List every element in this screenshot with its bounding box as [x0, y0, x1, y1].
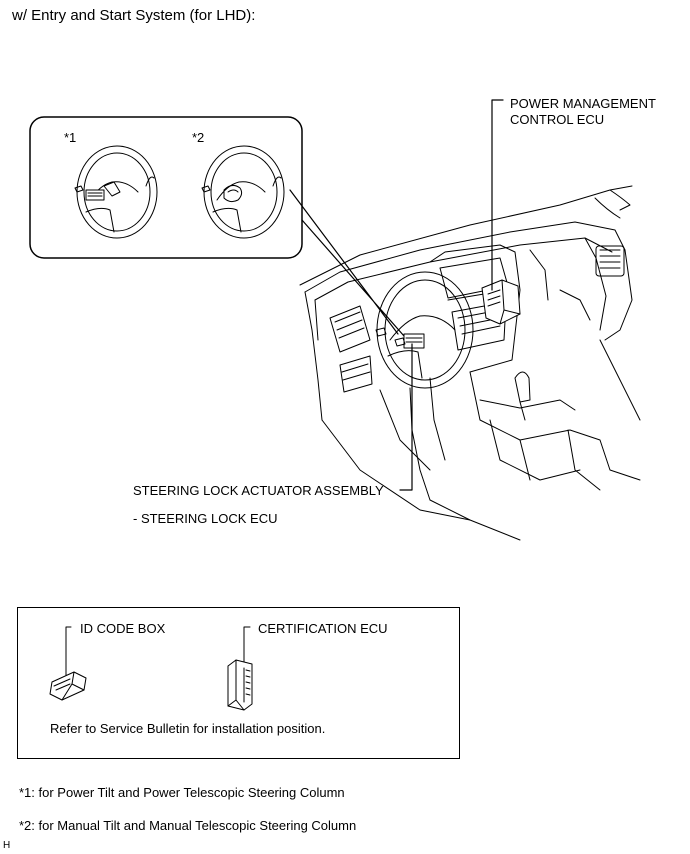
corner-mark: H	[3, 840, 11, 851]
steering-lock-ecu-label: - STEERING LOCK ECU	[133, 511, 278, 526]
dashboard-illustration	[299, 185, 641, 541]
footnote-2: *2: for Manual Tilt and Manual Telescopi…	[19, 818, 357, 833]
certification-ecu-illustration	[227, 626, 253, 711]
steering-lock-assembly-label: STEERING LOCK ACTUATOR ASSEMBLY	[133, 483, 384, 498]
page-title: w/ Entry and Start System (for LHD):	[12, 7, 256, 24]
other-components-box	[17, 607, 460, 759]
power-management-label-line2: CONTROL ECU	[510, 112, 605, 127]
steering-lock-leader	[399, 343, 413, 491]
power-management-label-line1: POWER MANAGEMENT	[510, 96, 656, 111]
inset-label-1: *1	[64, 130, 77, 145]
id-code-box-label: ID CODE BOX	[80, 621, 166, 636]
id-code-box-illustration	[49, 626, 87, 701]
installation-note: Refer to Service Bulletin for installati…	[50, 721, 326, 736]
footnote-1: *1: for Power Tilt and Power Telescopic …	[19, 785, 345, 800]
power-management-leader	[491, 99, 504, 291]
steering-wheel-1-illustration	[74, 145, 158, 239]
inset-label-2: *2	[192, 130, 205, 145]
certification-ecu-label: CERTIFICATION ECU	[258, 621, 388, 636]
inset-box	[29, 116, 303, 259]
steering-wheel-2-illustration	[201, 145, 285, 239]
